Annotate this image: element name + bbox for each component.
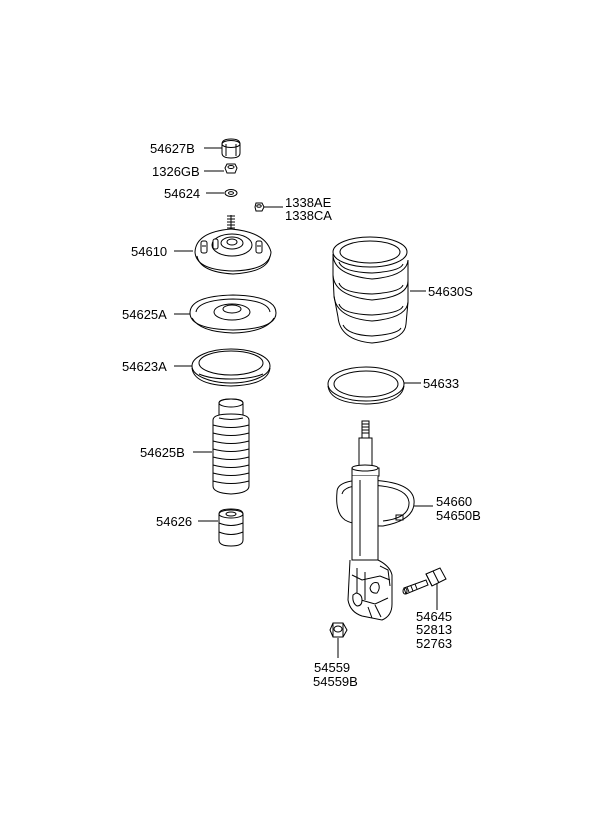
nut-part [224,163,238,174]
label-52763: 52763 [416,636,453,651]
label-54559b: 54559B [313,674,358,689]
spring-pad-part [327,366,405,405]
label-54625b: 54625B [140,445,185,460]
label-54645: 54645 [416,609,453,624]
upper-spring-seat-part [191,348,271,387]
label-54660: 54660 [436,494,473,509]
label-54624: 54624 [164,186,201,201]
label-54559: 54559 [314,660,351,675]
label-54627b: 54627B [150,141,195,156]
flange-nut-part [254,202,265,212]
label-52813: 52813 [416,622,453,637]
label-54650b: 54650B [436,508,481,523]
label-54626: 54626 [156,514,193,529]
label-54630s: 54630S [428,284,473,299]
bearing-plate-part [189,294,277,334]
bolt-part [402,567,447,595]
label-1338ae: 1338AE [285,195,332,210]
coil-spring-part [332,236,409,344]
hex-nut-part [329,622,348,638]
label-54633: 54633 [423,376,460,391]
label-54625a: 54625A [122,307,167,322]
label-1326gb: 1326GB [152,164,200,179]
bump-stopper-part [218,508,244,547]
label-54610: 54610 [131,244,168,259]
leader-lines [174,147,438,658]
shock-absorber-part [336,420,415,621]
dust-boot-part [212,398,250,495]
washer-part [224,189,238,197]
strut-mount-part [194,215,272,275]
label-1338ca: 1338CA [285,208,332,223]
label-54623a: 54623A [122,359,167,374]
cap-nut-part [221,138,241,159]
